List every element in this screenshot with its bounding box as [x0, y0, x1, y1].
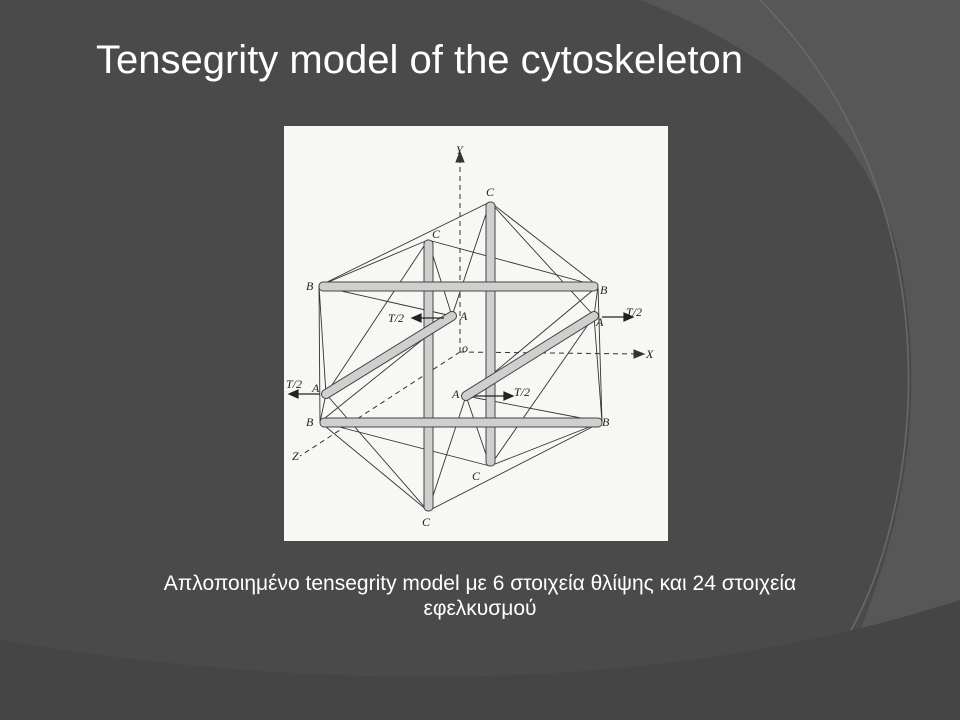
- tension-cables: [318, 201, 603, 512]
- slide-caption: Απλοποιημένο tensegrity model με 6 στοιχ…: [60, 571, 900, 621]
- node-label-c-top: C: [486, 185, 495, 199]
- force-label-upper-mid: T/2: [388, 311, 404, 325]
- caption-line-1: Απλοποιημένο tensegrity model με 6 στοιχ…: [163, 572, 797, 595]
- strut-vertical-left: [423, 239, 434, 512]
- node-label-b-upper-right: B: [600, 283, 608, 297]
- y-axis-label: Y: [456, 143, 464, 157]
- node-label-c-upper: C: [432, 227, 441, 241]
- node-label-b-lower-left: B: [306, 415, 314, 429]
- node-label-a-upper-mid: A: [459, 309, 468, 323]
- force-label-left: T/2: [286, 377, 302, 391]
- node-label-b-upper-left: B: [306, 279, 314, 293]
- strut-vertical-right: [485, 201, 496, 467]
- y-axis-arrow: [455, 150, 465, 163]
- force-label-right: T/2: [626, 305, 642, 319]
- axes: [299, 150, 646, 457]
- slide-title: Tensegrity model of the cytoskeleton: [96, 38, 744, 82]
- force-label-lower-mid: T/2: [514, 385, 530, 399]
- force-arrows: [287, 312, 635, 401]
- strut-diagonal-right-fill: [462, 312, 598, 400]
- strut-horizontal-top: [318, 281, 599, 292]
- caption-line-2: εφελκυσμού: [423, 597, 537, 620]
- background-swoosh: [640, 0, 960, 720]
- compression-struts: [318, 201, 603, 512]
- node-label-a-left: A: [311, 381, 320, 395]
- node-label-a-right: A: [595, 315, 604, 329]
- tensegrity-diagram: Y X Z o C C C C B B B B A A A A T/2 T/2 …: [284, 126, 668, 541]
- node-label-c-bottom: C: [422, 515, 431, 529]
- x-axis-arrow: [633, 349, 646, 359]
- origin-label: o: [462, 341, 468, 355]
- x-axis-label: X: [645, 347, 654, 361]
- z-axis-label: Z: [292, 449, 299, 463]
- node-label-a-lower-mid: A: [451, 387, 460, 401]
- strut-horizontal-bottom: [319, 417, 603, 428]
- strut-diagonal-left-fill: [322, 312, 456, 398]
- node-label-b-lower-right: B: [602, 415, 610, 429]
- node-label-c-lower: C: [472, 469, 481, 483]
- background-bottom-arc: [0, 600, 960, 720]
